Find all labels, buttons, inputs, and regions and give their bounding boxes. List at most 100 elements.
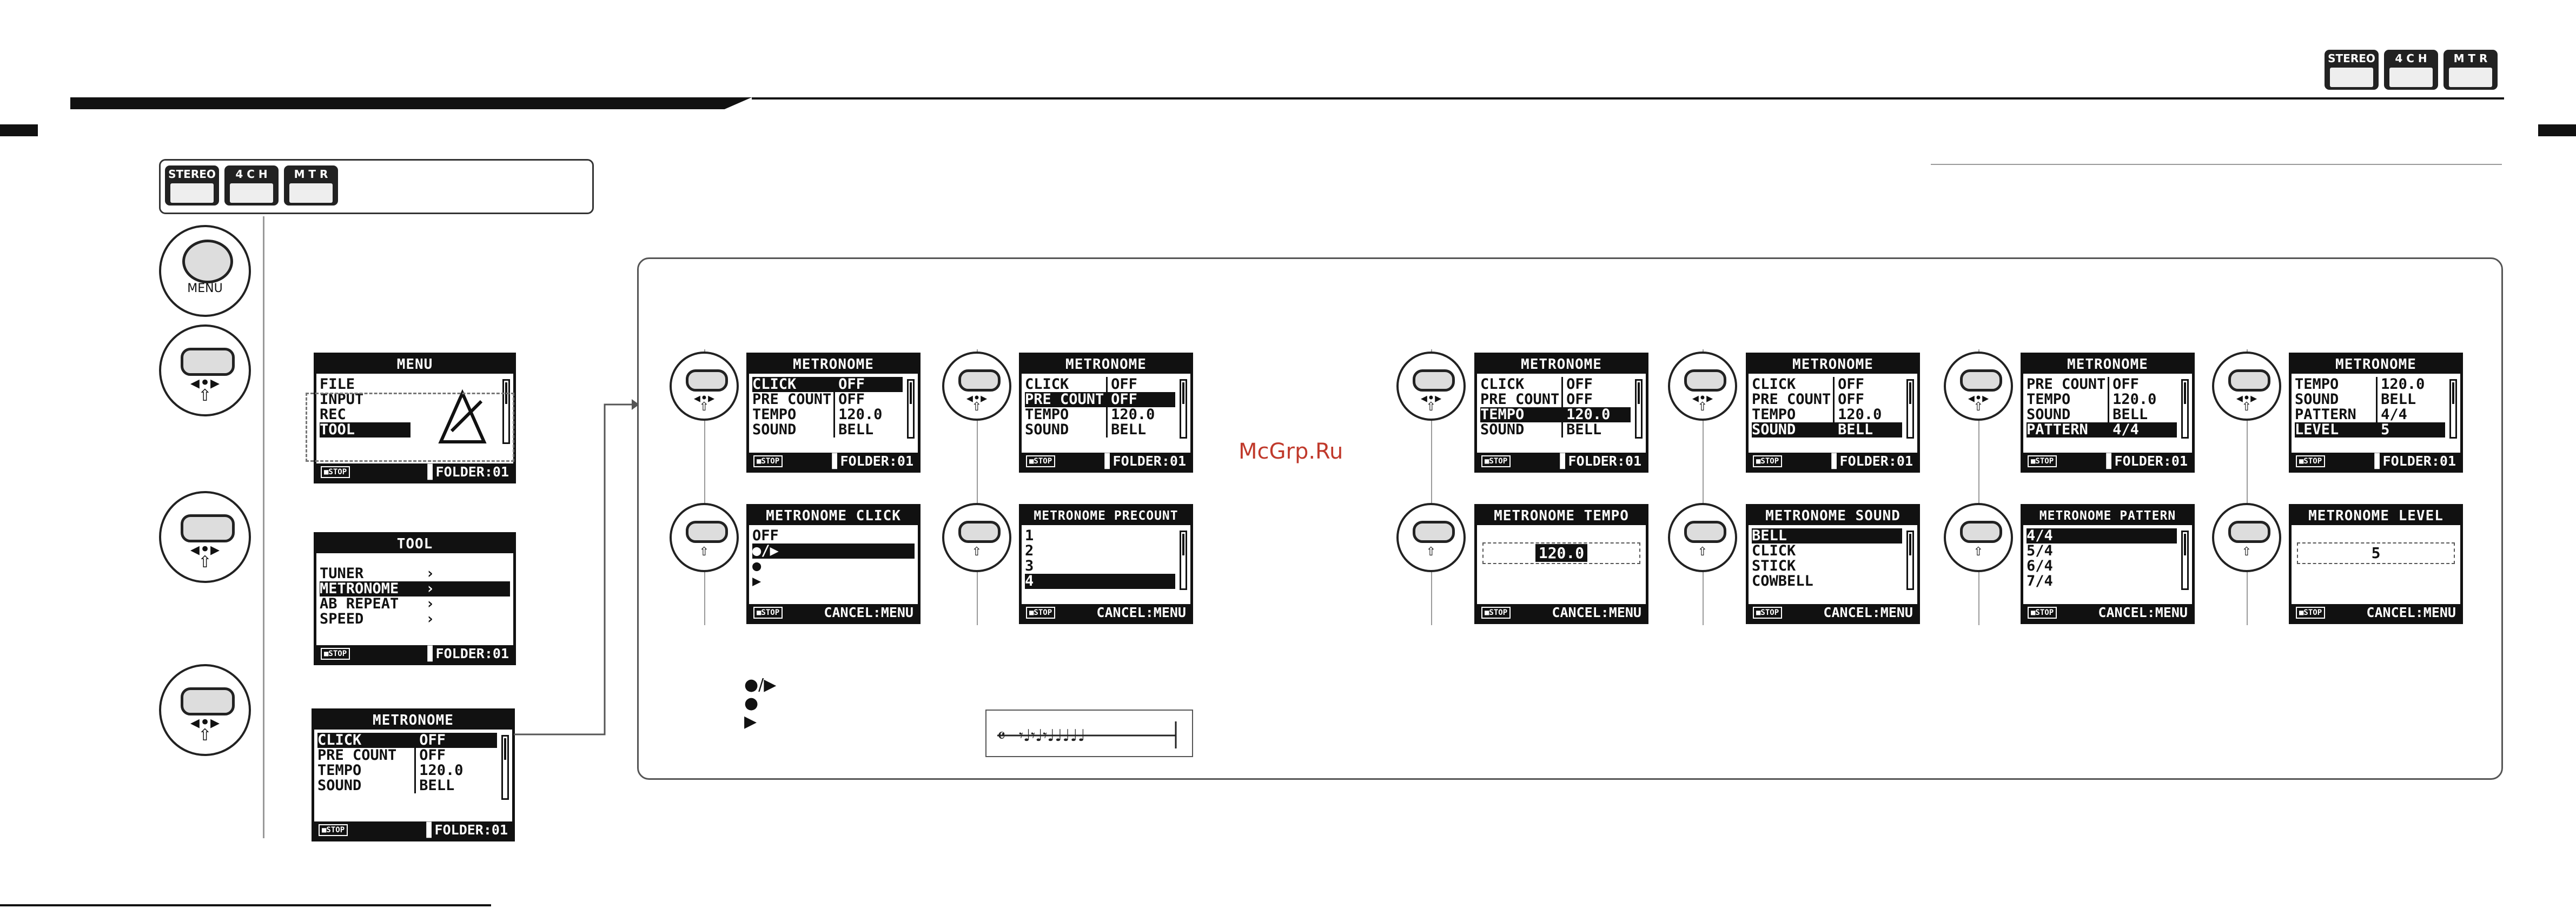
option-3[interactable]: 3 bbox=[1025, 558, 1034, 574]
tempo-value-field[interactable]: 120.0 bbox=[1482, 542, 1640, 564]
menu-button-face bbox=[182, 239, 234, 283]
stop-label: ■STOP bbox=[321, 648, 350, 660]
dial-icon[interactable]: ◂•▸⇧ bbox=[1668, 352, 1737, 421]
stereo-icon bbox=[170, 183, 214, 203]
option-4[interactable]: 4 bbox=[1025, 574, 1175, 589]
dial-icon[interactable]: ◂•▸⇧ bbox=[2212, 352, 2281, 421]
lcd-footer: ■STOP▋FOLDER:01 bbox=[2023, 453, 2192, 470]
option-off[interactable]: OFF bbox=[752, 527, 779, 544]
dial-icon[interactable]: ◂•▸⇧ bbox=[670, 352, 739, 421]
option-rec[interactable]: ● bbox=[752, 558, 761, 574]
lcd-title: TOOL bbox=[316, 535, 513, 553]
scrollbar[interactable] bbox=[1180, 531, 1187, 590]
scrollbar[interactable] bbox=[501, 735, 509, 800]
scrollbar[interactable] bbox=[2449, 379, 2457, 439]
level-value-field[interactable]: 5 bbox=[2297, 542, 2455, 564]
folder-label: ▋FOLDER:01 bbox=[427, 646, 509, 661]
dial-icon[interactable]: ⇧ bbox=[1668, 503, 1737, 572]
option-5-4[interactable]: 5/4 bbox=[2027, 542, 2053, 559]
dial-icon[interactable]: ◂•▸⇧ bbox=[1944, 352, 2013, 421]
tool-item-metronome[interactable]: METRONOME› bbox=[320, 581, 510, 597]
scrollbar[interactable] bbox=[907, 379, 915, 439]
scrollbar[interactable] bbox=[1906, 531, 1914, 590]
dial-icon[interactable]: ⇧ bbox=[670, 503, 739, 572]
svg-text:𝄴: 𝄴 bbox=[997, 725, 1005, 747]
tool-item-speed[interactable]: SPEED› bbox=[320, 611, 435, 627]
option-1[interactable]: 1 bbox=[1025, 527, 1034, 544]
option-bell[interactable]: BELL bbox=[1752, 528, 1902, 544]
scrollbar[interactable] bbox=[1180, 379, 1187, 439]
scrollbar[interactable] bbox=[2181, 531, 2189, 590]
tool-item-ab-repeat[interactable]: AB REPEAT› bbox=[320, 595, 435, 612]
menu-item-tool[interactable]: TOOL bbox=[320, 422, 410, 438]
watermark: McGrp.Ru bbox=[1239, 439, 1343, 464]
option-7-4[interactable]: 7/4 bbox=[2027, 573, 2053, 589]
menu-item-rec[interactable]: REC bbox=[320, 406, 346, 423]
step-line bbox=[263, 216, 264, 838]
menu-button-icon[interactable]: MENU bbox=[159, 225, 251, 317]
option-cowbell[interactable]: COWBELL bbox=[1752, 573, 1813, 589]
dial-icon-step3[interactable]: ◂•▸⇧ bbox=[159, 664, 251, 756]
tool-item-tuner[interactable]: TUNER› bbox=[320, 565, 435, 582]
option-2[interactable]: 2 bbox=[1025, 542, 1034, 559]
mtr-icon bbox=[2449, 68, 2492, 87]
dial-icon-step2[interactable]: ◂•▸⇧ bbox=[159, 491, 251, 583]
dial-icon-step1[interactable]: ◂•▸⇧ bbox=[159, 324, 251, 416]
scrollbar[interactable] bbox=[1635, 379, 1643, 439]
dial-icon[interactable]: ⇧ bbox=[2212, 503, 2281, 572]
stereo-badge: STEREO bbox=[2325, 50, 2379, 90]
menu-item-file[interactable]: FILE bbox=[320, 376, 355, 393]
settings-panel bbox=[637, 257, 2503, 780]
option-click[interactable]: CLICK bbox=[1752, 542, 1796, 559]
mode-badges-top: STEREO 4 C H M T R bbox=[2325, 50, 2498, 90]
dial-icon[interactable]: ⇧ bbox=[1944, 503, 2013, 572]
option-4-4[interactable]: 4/4 bbox=[2027, 528, 2177, 544]
scrollbar[interactable] bbox=[1906, 379, 1914, 439]
col-line bbox=[704, 349, 705, 625]
dial-icon[interactable]: ⇧ bbox=[942, 503, 1011, 572]
scrollbar[interactable] bbox=[2181, 379, 2189, 439]
dial-icon[interactable]: ⇧ bbox=[1396, 503, 1466, 572]
option-stick[interactable]: STICK bbox=[1752, 558, 1796, 574]
option-6-4[interactable]: 6/4 bbox=[2027, 558, 2053, 574]
option-rec-play[interactable]: ●/▶ bbox=[752, 544, 915, 559]
menu-item-input[interactable]: INPUT bbox=[320, 391, 364, 408]
menu-button-label: MENU bbox=[187, 282, 223, 296]
option-play[interactable]: ▶ bbox=[752, 573, 761, 589]
dial-icon[interactable]: ◂•▸⇧ bbox=[942, 352, 1011, 421]
dial-icon[interactable]: ◂•▸⇧ bbox=[1396, 352, 1466, 421]
